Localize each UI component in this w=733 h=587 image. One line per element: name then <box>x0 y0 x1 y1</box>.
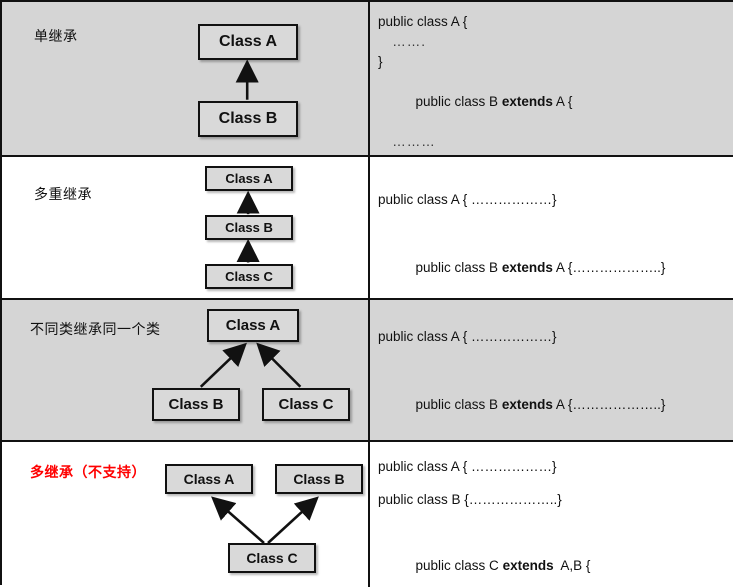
table-row-hierarchical-inheritance: 不同类继承同一个类 Class A Class B Class C <box>2 300 733 442</box>
code-segment: public class B <box>415 260 502 275</box>
diagram-cell-single: 单继承 Class A Class B <box>2 2 370 155</box>
code-line: public class A { ………………} <box>378 459 557 474</box>
code-cell-hierarchical: public class A { ………………} public class B … <box>370 300 733 440</box>
class-box-c: Class C <box>262 388 350 421</box>
class-box-b: Class B <box>275 464 363 494</box>
code-block-single: public class A { ……. } public class B ex… <box>378 12 727 155</box>
class-box-c: Class C <box>205 264 293 289</box>
code-block-hierarchical: public class A { ………………} public class B … <box>378 320 727 440</box>
keyword-extends: extends <box>502 558 554 573</box>
code-cell-multilevel: public class A { ………………} public class B … <box>370 157 733 298</box>
arrow-layer <box>236 190 260 263</box>
code-line: } <box>378 54 383 69</box>
class-box-label: Class B <box>168 396 224 413</box>
class-box-a: Class A <box>165 464 253 494</box>
class-box-b: Class B <box>152 388 240 421</box>
diagram-cell-multiple: 多继承（不支持） Class A Class B Class C <box>2 442 370 587</box>
code-segment: A { <box>552 94 573 109</box>
code-line: public class A { ………………} <box>378 329 557 344</box>
class-box-label: Class B <box>225 220 273 235</box>
class-box-label: Class B <box>218 110 278 127</box>
code-line: public class B extends A {………………..} <box>378 354 727 440</box>
class-box-label: Class A <box>225 171 273 186</box>
table-row-multiple-inheritance: 多继承（不支持） Class A Class B Class C <box>2 442 733 587</box>
row-caption-multilevel: 多重继承 <box>34 186 92 202</box>
keyword-extends: extends <box>501 397 553 412</box>
code-cell-multiple: public class A { ………………} public class B … <box>370 442 733 587</box>
code-segment: public class C <box>415 558 503 573</box>
code-segment: A {………………..} <box>552 397 666 412</box>
class-box-a: Class A <box>205 166 293 191</box>
class-box-label: Class A <box>225 317 281 334</box>
class-box-label: Class C <box>278 396 334 413</box>
class-box-b: Class B <box>205 215 293 240</box>
code-line: public class B {………………..} <box>378 492 562 507</box>
code-line: } <box>378 152 727 155</box>
class-box-label: Class B <box>293 471 345 487</box>
code-line: public class A { ………………} <box>378 192 557 207</box>
code-line: ……. <box>378 34 427 49</box>
class-box-c: Class C <box>228 543 316 573</box>
table-row-single-inheritance: 单继承 Class A Class B public class A { ……. <box>2 2 733 157</box>
keyword-extends: extends <box>501 94 553 109</box>
code-block-multiple: public class A { ………………} public class B … <box>378 450 727 587</box>
class-box-a: Class A <box>198 24 298 60</box>
class-box-label: Class C <box>246 550 298 566</box>
code-line: ……… <box>378 134 436 149</box>
diagram-cell-multilevel: 多重继承 Class A Class B Class C <box>2 157 370 298</box>
code-line: public class B extends A {………………..} <box>378 217 727 298</box>
code-segment: A,B { <box>553 558 591 573</box>
code-segment: public class B <box>415 94 502 109</box>
class-box-a: Class A <box>207 309 299 342</box>
arrow-layer <box>235 59 259 100</box>
class-box-label: Class A <box>218 33 278 50</box>
row-caption-multiple: 多继承（不支持） <box>30 464 146 480</box>
diagram-cell-hierarchical: 不同类继承同一个类 Class A Class B Class C <box>2 300 370 440</box>
code-segment: public class B <box>415 397 502 412</box>
code-line: public class A { <box>378 14 468 29</box>
class-box-label: Class C <box>225 269 273 284</box>
code-block-multilevel: public class A { ………………} public class B … <box>378 183 727 298</box>
table-row-multilevel-inheritance: 多重继承 Class A Class B Class C <box>2 157 733 300</box>
keyword-extends: extends <box>501 260 553 275</box>
code-segment: A {………………..} <box>552 260 666 275</box>
row-caption-single: 单继承 <box>34 28 78 44</box>
code-line: public class B extends A { <box>378 72 727 132</box>
class-box-b: Class B <box>198 101 298 137</box>
class-box-label: Class A <box>183 471 235 487</box>
row-caption-hierarchical: 不同类继承同一个类 <box>30 321 161 337</box>
code-cell-single: public class A { ……. } public class B ex… <box>370 2 733 155</box>
code-line: public class C extends A,B { <box>378 516 727 587</box>
